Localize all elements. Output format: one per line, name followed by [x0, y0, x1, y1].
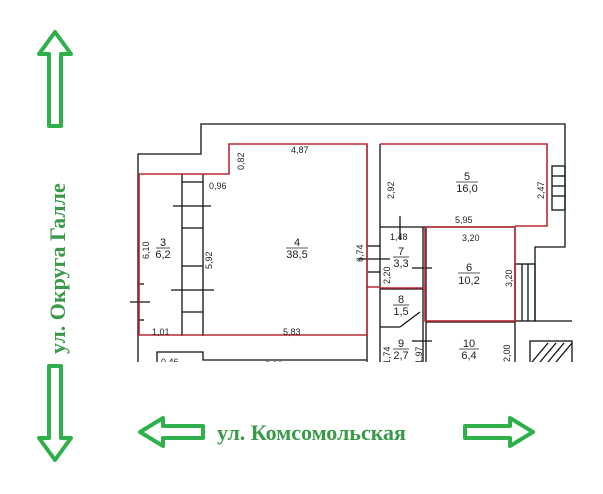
- room-outline-6: [424, 226, 516, 322]
- dim-label: 4,87: [291, 145, 309, 155]
- arrow-up-icon: [37, 30, 73, 128]
- svg-text:3,3: 3,3: [393, 258, 408, 270]
- arrow-right-icon: [463, 416, 535, 448]
- room-outline-5: [380, 143, 548, 227]
- room-10: 10 6,4: [459, 338, 479, 362]
- svg-text:10: 10: [463, 338, 475, 350]
- dim-label: 3,20: [504, 269, 514, 287]
- svg-text:7: 7: [398, 246, 404, 258]
- room-5: 5 16,0: [456, 171, 478, 195]
- arrow-left-icon: [138, 416, 205, 448]
- svg-text:1,5: 1,5: [393, 306, 408, 318]
- room-3: 3 6,2: [155, 237, 170, 261]
- room-8: 8 1,5: [393, 294, 409, 318]
- svg-text:5: 5: [464, 171, 470, 183]
- room-outline-3-4: [138, 174, 368, 336]
- dim-label: 0,46: [161, 357, 179, 367]
- svg-text:38,5: 38,5: [286, 249, 307, 261]
- street-label-bottom: ул. Комсомольская: [217, 420, 406, 445]
- dim-label: 1,97: [414, 346, 424, 364]
- dim-label: 1,48: [390, 232, 408, 242]
- room-6: 6 10,2: [458, 262, 480, 287]
- svg-text:9: 9: [398, 338, 404, 350]
- arrow-down-icon: [37, 364, 73, 462]
- svg-text:8: 8: [398, 294, 404, 306]
- svg-text:6: 6: [466, 262, 472, 274]
- dim-label: 1,01: [152, 327, 170, 337]
- svg-text:3: 3: [160, 237, 166, 249]
- dim-label: 5,88: [265, 360, 283, 370]
- svg-text:4: 4: [294, 237, 300, 249]
- dim-label: 3,20: [462, 233, 480, 243]
- plan-drawing: 4,87 0,82 0,96 6,10 5,92 6,74 2,92 2,47 …: [130, 123, 573, 370]
- dim-label: 2,20: [382, 266, 392, 284]
- dim-label: 2,47: [536, 181, 546, 199]
- dim-label: 5,83: [283, 327, 301, 337]
- hatched-block: [529, 340, 573, 362]
- room-9: 9 2,7: [393, 338, 409, 362]
- dim-label: 5,95: [455, 215, 473, 225]
- dim-label: 2,00: [502, 344, 512, 362]
- dim-label: 5,92: [204, 251, 214, 269]
- svg-text:10,2: 10,2: [458, 275, 479, 287]
- svg-text:2,7: 2,7: [393, 350, 408, 362]
- dim-label: 1,74: [382, 346, 392, 364]
- street-label-left: ул. Округа Галле: [45, 183, 70, 354]
- room-7: 7 3,3: [393, 246, 409, 270]
- svg-text:6,2: 6,2: [155, 249, 170, 261]
- dim-label: 2,92: [386, 181, 396, 199]
- wall: [156, 351, 367, 362]
- dim-label: 6,74: [355, 244, 365, 262]
- svg-text:16,0: 16,0: [456, 183, 477, 195]
- room-4: 4 38,5: [286, 237, 308, 261]
- svg-text:6,4: 6,4: [461, 350, 476, 362]
- dim-label: 0,96: [209, 181, 227, 191]
- dim-label: 6,10: [141, 241, 151, 259]
- dim-label: 0,82: [236, 152, 246, 170]
- door-swing: [399, 311, 421, 328]
- room-outline-3-4: [139, 143, 425, 289]
